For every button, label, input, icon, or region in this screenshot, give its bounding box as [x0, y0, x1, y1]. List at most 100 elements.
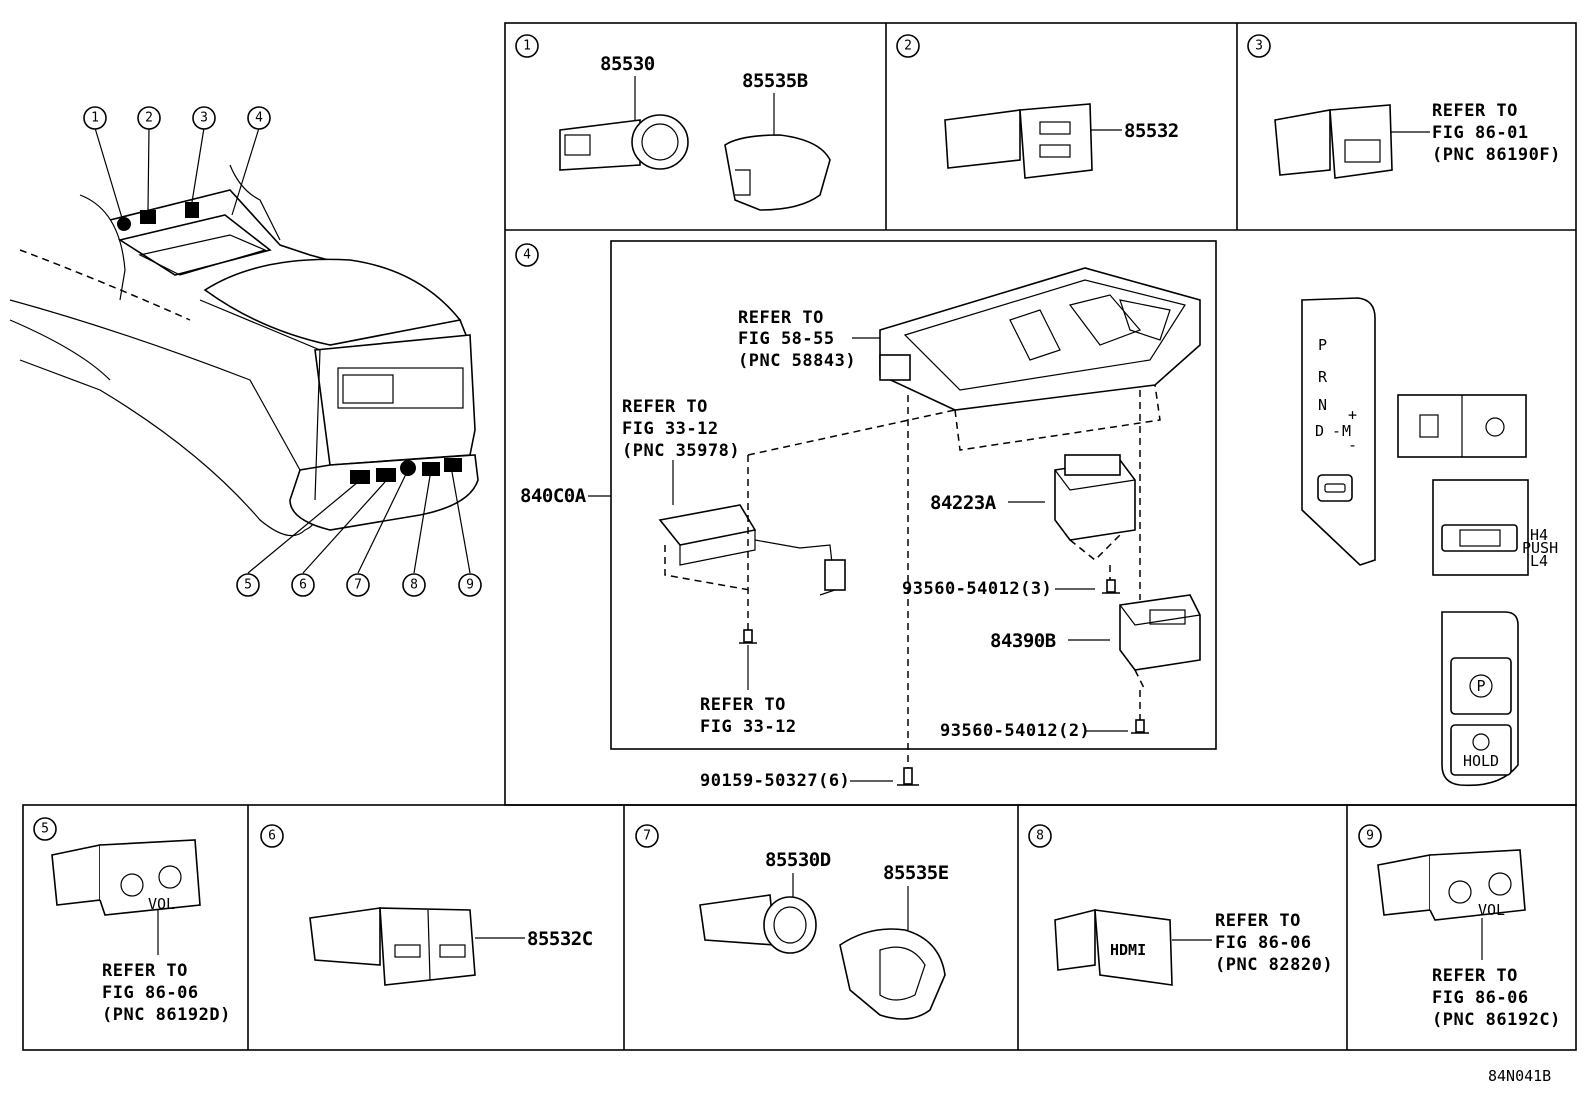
ref-8-line-2: FIG 86-06: [1215, 933, 1312, 953]
usb-port-icon: [1274, 104, 1393, 179]
part-label-85532c: 85532C: [527, 928, 593, 950]
shifter-panel-icon: P R N D - M + -: [1301, 297, 1376, 566]
hdmi-label: HDMI: [1110, 941, 1146, 959]
part-label-85535b: 85535B: [742, 70, 808, 92]
four-wd-switch-icon: H4 PUSH L4: [1432, 479, 1558, 576]
panel-6: 6 85532C: [260, 824, 593, 986]
ref-a-line-2: FIG 58-55: [738, 329, 835, 349]
shifter-p: P: [1318, 336, 1327, 354]
ref-5-line-1: REFER TO: [102, 961, 188, 981]
panel-6-number: 6: [268, 829, 276, 844]
audio-jack-panel-c-icon: VOL: [1377, 849, 1526, 921]
subassembly-frame: [610, 240, 1217, 750]
shifter-minus: -: [1348, 436, 1357, 454]
park-brake-label: P: [1476, 677, 1485, 695]
overview-callouts: 1 2 3 4 5 6 7 8 9: [83, 106, 482, 597]
shifter-n: N: [1318, 396, 1327, 414]
hold-label: HOLD: [1463, 752, 1499, 770]
assembly-label: 840C0A: [520, 485, 587, 507]
fastener-label-2: 93560-54012(2): [940, 721, 1090, 741]
usb-switch-icon: [944, 103, 1093, 179]
audio-jack-panel-icon: VOL: [51, 839, 201, 916]
panel-3: 3 REFER TO FIG 86-01 (PNC 86190F): [1247, 34, 1561, 179]
ref-a-line-3: (PNC 58843): [738, 351, 856, 371]
socket-cap-e-icon: [839, 928, 946, 1020]
part-label-85535e: 85535E: [883, 862, 949, 884]
switch-84390b-icon: [1119, 594, 1201, 691]
parking-brake-switch-icon: P HOLD: [1441, 611, 1519, 787]
panel-1: 1 85530 85535B: [515, 34, 831, 211]
ref-c-line-2: FIG 33-12: [700, 717, 797, 737]
ref-c-line-1: REFER TO: [700, 695, 786, 715]
panel-3-number: 3: [1255, 39, 1263, 54]
ref-a-line-1: REFER TO: [738, 308, 824, 328]
diagram-code: 84N041B: [1488, 1067, 1551, 1085]
shifter-plus: +: [1348, 406, 1357, 424]
ref-8-line-3: (PNC 82820): [1215, 955, 1333, 975]
fastener-label-1: 93560-54012(3): [902, 579, 1052, 599]
callout-4: 4: [255, 111, 263, 126]
shifter-r: R: [1318, 368, 1328, 386]
panel-1-number: 1: [523, 39, 531, 54]
ref-9-line-3: (PNC 86192C): [1432, 1010, 1561, 1030]
ref-line-3: (PNC 86190F): [1432, 145, 1561, 165]
panel-7: 7 85530D 85535E: [635, 824, 949, 1020]
callout-5: 5: [244, 578, 252, 593]
power-socket-icon: [559, 114, 689, 171]
ref-5-line-2: FIG 86-06: [102, 983, 199, 1003]
panel-4: 4 840C0A REFER TO FIG 58-55 (PNC 58843) …: [515, 243, 1558, 791]
panel-4-number: 4: [523, 248, 531, 263]
vol-label-5: VOL: [148, 895, 175, 913]
callout-6: 6: [299, 578, 307, 593]
hdmi-port-icon: HDMI: [1054, 908, 1173, 986]
ref-b-line-3: (PNC 35978): [622, 441, 740, 461]
panel-5: 5 VOL REFER TO FIG 86-06 (PNC 86192D): [33, 817, 231, 1025]
shifter-m: M: [1342, 422, 1351, 440]
switch-84223a-icon: [1054, 454, 1136, 562]
panel-8-number: 8: [1036, 829, 1044, 844]
panel-5-number: 5: [41, 822, 49, 837]
panel-2-number: 2: [904, 39, 912, 54]
ref-9-line-2: FIG 86-06: [1432, 988, 1529, 1008]
panel-2: 2 85532: [896, 34, 1179, 179]
overview-console: [9, 127, 479, 574]
callout-8: 8: [410, 578, 418, 593]
panel-8: 8 HDMI REFER TO FIG 86-06 (PNC 82820): [1028, 824, 1333, 986]
drive-mode-switch-icon: [1397, 394, 1527, 458]
switch-bracket-icon: [658, 504, 846, 596]
part-label-85530: 85530: [600, 53, 655, 75]
callout-9: 9: [466, 578, 474, 593]
label-push: PUSH: [1522, 539, 1558, 557]
panel-9: 9 VOL REFER TO FIG 86-06 (PNC 86192C): [1358, 824, 1561, 1030]
ref-b-line-2: FIG 33-12: [622, 419, 719, 439]
label-l4: L4: [1530, 552, 1548, 570]
dual-usb-switch-icon: [309, 907, 476, 986]
callout-7: 7: [354, 578, 362, 593]
ref-b-line-1: REFER TO: [622, 397, 708, 417]
ref-line-1: REFER TO: [1432, 101, 1518, 121]
callout-3: 3: [200, 111, 208, 126]
part-label-85530d: 85530D: [765, 849, 831, 871]
socket-cap-icon: [724, 134, 831, 211]
screw-icon: [739, 579, 1149, 786]
ref-8-line-1: REFER TO: [1215, 911, 1301, 931]
shifter-d: D: [1315, 422, 1324, 440]
vol-label-9: VOL: [1478, 901, 1505, 919]
ref-5-line-3: (PNC 86192D): [102, 1005, 231, 1025]
callout-2: 2: [145, 111, 153, 126]
ref-line-2: FIG 86-01: [1432, 123, 1529, 143]
panel-frames: [22, 22, 1577, 1051]
ref-9-line-1: REFER TO: [1432, 966, 1518, 986]
part-label-85532: 85532: [1124, 120, 1179, 142]
power-socket-d-icon: [699, 894, 817, 954]
part-label-84223a: 84223A: [930, 492, 997, 514]
callout-1: 1: [91, 111, 99, 126]
part-label-84390b: 84390B: [990, 630, 1056, 652]
panel-9-number: 9: [1366, 829, 1374, 844]
fastener-label-3: 90159-50327(6): [700, 771, 850, 791]
shifter-dash: -: [1332, 422, 1341, 440]
label-h4: H4: [1530, 526, 1548, 544]
panel-7-number: 7: [643, 829, 651, 844]
console-frame-icon: [879, 267, 1201, 451]
